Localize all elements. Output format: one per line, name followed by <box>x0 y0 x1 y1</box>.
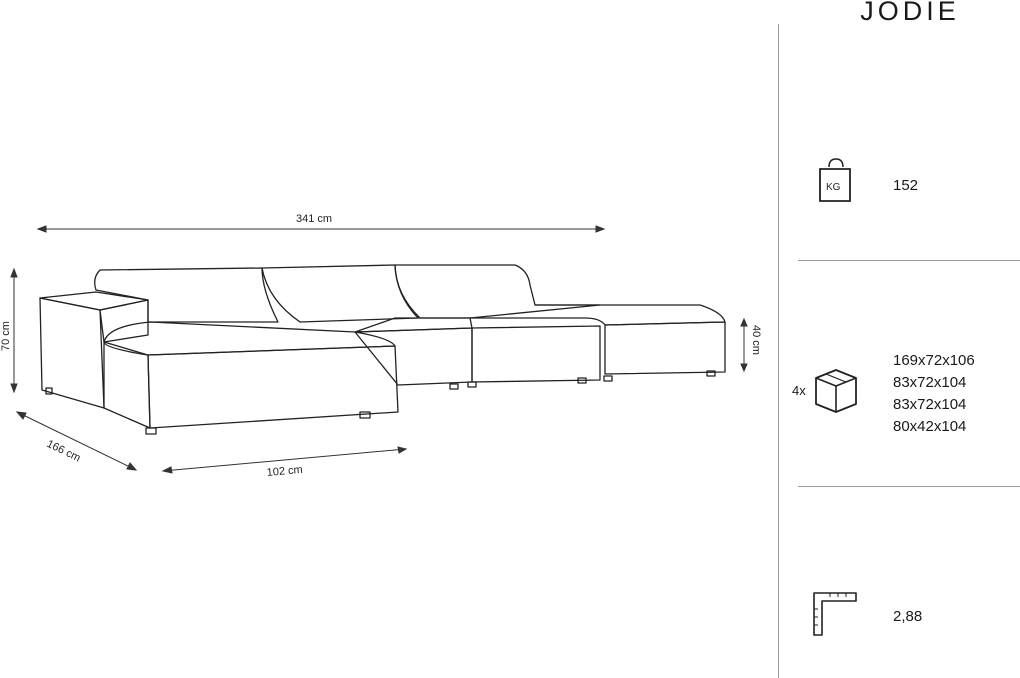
package-dimension: 80x42x104 <box>893 418 967 435</box>
armrest-side <box>39 297 105 409</box>
box-count: 4x <box>792 383 806 398</box>
weight-icon: KG <box>819 158 851 202</box>
right-module-top <box>469 304 726 326</box>
leg <box>577 377 587 384</box>
leg <box>449 383 459 390</box>
divider-1 <box>798 260 1020 261</box>
leg <box>359 411 371 419</box>
package-dimension: 169x72x106 <box>893 352 975 369</box>
weight-value: 152 <box>893 177 919 194</box>
right-module-front <box>604 321 726 375</box>
width-label: 341 cm <box>296 213 332 225</box>
chaise-dimension-line <box>162 448 407 472</box>
package-dimensions-list: 169x72x106 83x72x104 83x72x104 80x42x104 <box>893 350 975 438</box>
product-title: JODIE <box>860 0 960 26</box>
back-cushion-mid <box>261 264 419 323</box>
middle-module-front <box>471 325 601 383</box>
seat-height-label: 40 cm <box>750 325 762 355</box>
left-seat-front <box>354 327 473 386</box>
chaise-top <box>103 321 396 356</box>
package-dimension: 83x72x104 <box>893 374 967 391</box>
depth-label: 166 cm <box>45 438 83 465</box>
chaise-width-label: 102 cm <box>266 464 303 479</box>
leg <box>45 387 53 395</box>
area-value: 2,88 <box>893 608 923 625</box>
divider-2 <box>798 486 1020 487</box>
leg <box>603 375 613 382</box>
depth-dimension-line <box>16 411 137 471</box>
area-ruler-icon <box>813 592 857 636</box>
back-cushion-left <box>94 267 279 323</box>
package-box-icon <box>815 369 857 413</box>
leg <box>706 370 716 377</box>
vertical-divider <box>778 24 779 678</box>
package-dimension: 83x72x104 <box>893 396 967 413</box>
armrest-front <box>99 299 149 343</box>
leg <box>467 381 477 388</box>
back-cushion-right <box>394 264 601 319</box>
weight-icon-label: KG <box>826 182 841 193</box>
sofa-diagram: 341 cm 70 cm 166 cm 102 cm 40 cm <box>0 213 762 479</box>
chaise-side <box>103 341 151 429</box>
height-label: 70 cm <box>0 321 12 351</box>
leg <box>145 427 157 435</box>
